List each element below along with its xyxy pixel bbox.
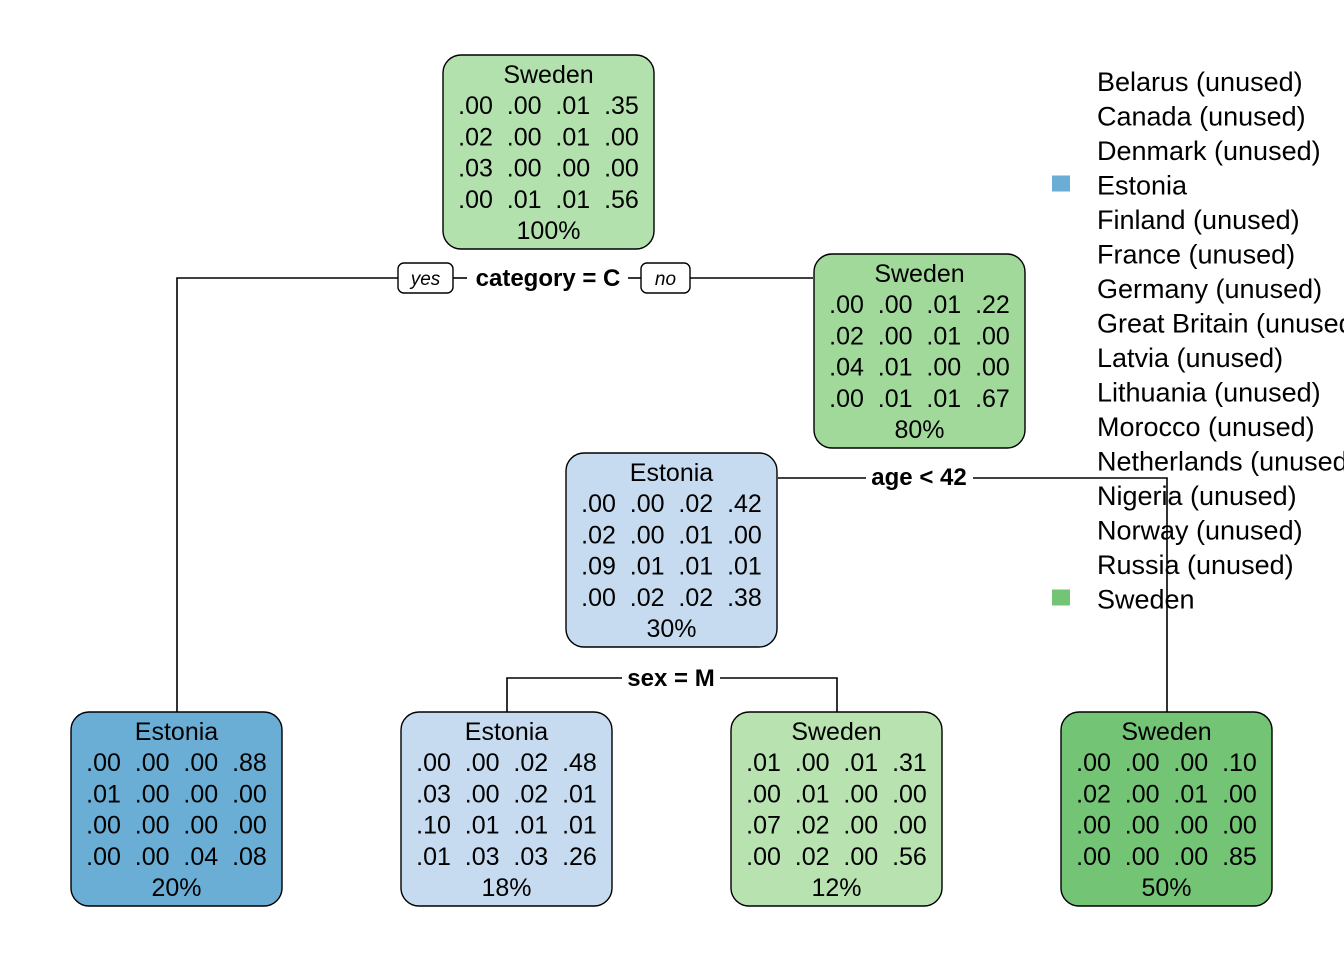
node-prob-row: .00 .00 .00 .85	[1076, 843, 1257, 871]
legend-item-label: France (unused)	[1097, 240, 1295, 270]
node-prob-row: .00 .00 .02 .48	[416, 749, 597, 777]
node-class-label: Sweden	[874, 260, 964, 288]
node-prob-row: .00 .00 .00 .10	[1076, 749, 1257, 777]
node-box	[400, 711, 613, 907]
tree-node-leaf2: Estonia .00 .00 .02 .48 .03 .00 .02 .01 .10…	[400, 711, 613, 907]
tree-edges	[176, 277, 1168, 712]
node-prob-row: .02 .00 .01 .00	[829, 322, 1010, 350]
yes-box	[397, 262, 454, 294]
node-prob-row: .00 .00 .00 .00	[86, 812, 267, 840]
node-prob-row: .01 .00 .01 .31	[746, 749, 927, 777]
node-class-label: Estonia	[135, 718, 218, 746]
node-class-label: Estonia	[630, 459, 713, 487]
node-prob-row: .00 .01 .01 .56	[458, 186, 639, 214]
node-class-label: Sweden	[791, 718, 881, 746]
node-prob-row: .03 .00 .02 .01	[416, 780, 597, 808]
node-prob-row: .02 .00 .01 .00	[1076, 780, 1257, 808]
legend-item-label: Morocco (unused)	[1097, 412, 1315, 442]
node-prob-row: .00 .00 .02 .42	[581, 490, 762, 518]
edge-sex-left	[506, 677, 622, 712]
legend-item-label: Latvia (unused)	[1097, 343, 1283, 373]
legend-item-label: Denmark (unused)	[1097, 136, 1321, 166]
legend-swatch	[1052, 589, 1070, 606]
no-box	[640, 262, 691, 294]
tree-node-leaf4: Sweden .00 .00 .00 .10 .02 .00 .01 .00 .00 …	[1060, 711, 1273, 907]
node-prob-row: .00 .01 .01 .67	[829, 385, 1010, 413]
node-class-label: Estonia	[465, 718, 548, 746]
edge-age-right	[973, 477, 1168, 712]
node-box	[565, 452, 778, 648]
node-percent: 30%	[646, 615, 696, 643]
legend-item-label: Germany (unused)	[1097, 274, 1322, 304]
no-label: no	[655, 269, 676, 290]
legend-item-label: Great Britain (unused)	[1097, 309, 1344, 339]
node-box	[813, 253, 1026, 449]
node-prob-row: .01 .00 .00 .00	[86, 780, 267, 808]
node-prob-row: .00 .00 .01 .35	[458, 92, 639, 120]
yes-label: yes	[409, 269, 441, 290]
node-prob-row: .02 .00 .01 .00	[581, 521, 762, 549]
node-prob-row: .00 .01 .00 .00	[746, 780, 927, 808]
node-prob-row: .04 .01 .00 .00	[829, 354, 1010, 382]
node-box	[442, 54, 655, 250]
node-class-label: Sweden	[1121, 718, 1211, 746]
tree-node-n-mid: Estonia .00 .00 .02 .42 .02 .00 .01 .00 .09…	[565, 452, 778, 648]
node-percent: 18%	[481, 874, 531, 902]
node-prob-row: .09 .01 .01 .01	[581, 553, 762, 581]
node-percent: 80%	[894, 416, 944, 444]
tree-nodes: Sweden .00 .00 .01 .35 .02 .00 .01 .00 .03 …	[70, 54, 1273, 907]
node-percent: 100%	[517, 217, 581, 245]
node-prob-row: .00 .02 .00 .56	[746, 843, 927, 871]
legend-item-label: Netherlands (unused)	[1097, 447, 1344, 477]
node-class-label: Sweden	[503, 61, 593, 89]
tree-node-leaf1: Estonia .00 .00 .00 .88 .01 .00 .00 .00 .00…	[70, 711, 283, 907]
edge-root-yes	[176, 277, 398, 712]
tree-node-root: Sweden .00 .00 .01 .35 .02 .00 .01 .00 .03 …	[442, 54, 655, 250]
split-label-category: category = C	[476, 265, 621, 292]
node-percent: 50%	[1141, 874, 1191, 902]
node-prob-row: .00 .00 .00 .88	[86, 749, 267, 777]
split-label-age: age < 42	[871, 464, 966, 491]
node-prob-row: .00 .00 .00 .00	[1076, 812, 1257, 840]
legend-item-label: Canada (unused)	[1097, 102, 1306, 132]
legend-item-label: Nigeria (unused)	[1097, 481, 1297, 511]
node-prob-row: .00 .00 .01 .22	[829, 291, 1010, 319]
legend: Belarus (unused) Canada (unused) Denmark (…	[1052, 67, 1344, 615]
legend-item-label: Sweden	[1097, 585, 1195, 615]
tree-node-leaf3: Sweden .01 .00 .01 .31 .00 .01 .00 .00 .07 …	[730, 711, 943, 907]
node-percent: 20%	[151, 874, 201, 902]
legend-swatch	[1052, 175, 1070, 192]
legend-item-label: Lithuania (unused)	[1097, 378, 1321, 408]
split-label-sex: sex = M	[627, 665, 714, 692]
node-box	[730, 711, 943, 907]
node-box	[1060, 711, 1273, 907]
legend-item-label: Russia (unused)	[1097, 550, 1294, 580]
legend-item-label: Finland (unused)	[1097, 205, 1300, 235]
node-prob-row: .10 .01 .01 .01	[416, 812, 597, 840]
node-prob-row: .01 .03 .03 .26	[416, 843, 597, 871]
edge-sex-right	[720, 677, 838, 712]
legend-item-label: Belarus (unused)	[1097, 67, 1303, 97]
node-prob-row: .00 .00 .04 .08	[86, 843, 267, 871]
tree-node-n-right: Sweden .00 .00 .01 .22 .02 .00 .01 .00 .04 …	[813, 253, 1026, 449]
node-prob-row: .07 .02 .00 .00	[746, 812, 927, 840]
legend-item-label: Estonia	[1097, 171, 1188, 201]
root-split: yes category = C no	[397, 262, 691, 294]
node-box	[70, 711, 283, 907]
node-percent: 12%	[811, 874, 861, 902]
node-prob-row: .03 .00 .00 .00	[458, 155, 639, 183]
legend-item-label: Norway (unused)	[1097, 516, 1303, 546]
node-prob-row: .00 .02 .02 .38	[581, 584, 762, 612]
node-prob-row: .02 .00 .01 .00	[458, 123, 639, 151]
